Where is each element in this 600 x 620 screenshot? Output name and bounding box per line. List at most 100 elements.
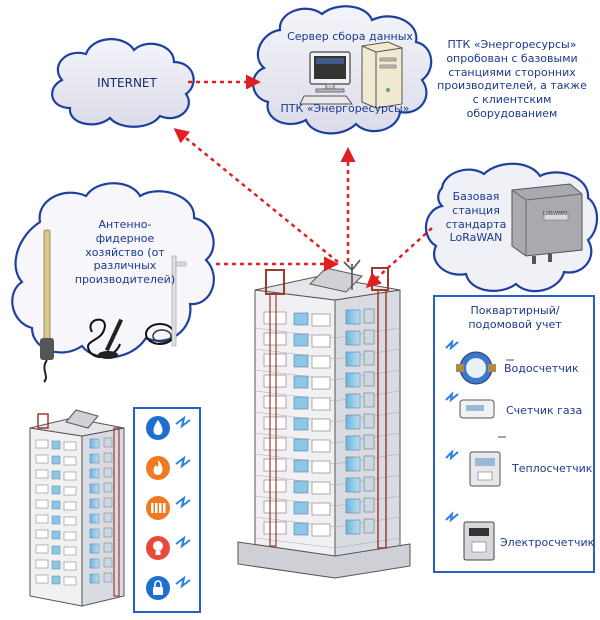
window	[51, 575, 61, 585]
window	[293, 522, 309, 536]
window	[363, 455, 375, 471]
window	[103, 542, 113, 553]
window	[293, 354, 309, 368]
window	[263, 353, 287, 367]
window	[63, 441, 77, 451]
base-station-text: Базовая станция стандарта LoRaWAN	[440, 190, 512, 245]
floor-line	[334, 537, 401, 549]
window	[363, 518, 375, 534]
window	[263, 332, 287, 346]
note-line: ПТК «Энергоресурсы»	[447, 38, 577, 51]
wireless-signal-icon	[175, 455, 191, 469]
window	[345, 372, 361, 388]
connection-links	[173, 74, 433, 289]
window	[103, 557, 113, 568]
window	[89, 468, 100, 479]
antenna-line: Антенно-	[98, 218, 152, 231]
window	[363, 350, 375, 366]
main-building-windows	[254, 289, 401, 549]
window	[345, 477, 361, 493]
window	[363, 392, 375, 408]
window	[263, 311, 287, 325]
window	[35, 469, 49, 479]
window	[51, 515, 61, 525]
window	[63, 486, 77, 496]
window	[89, 438, 100, 449]
base-station-line: Базовая	[452, 190, 500, 203]
radiator-icon	[146, 496, 170, 520]
window	[311, 355, 331, 369]
window	[63, 456, 77, 466]
window	[363, 413, 375, 429]
gas-meter-icon	[459, 399, 495, 419]
antenna-cloud	[11, 182, 215, 359]
riser	[113, 427, 120, 597]
window	[311, 418, 331, 432]
window	[363, 308, 375, 324]
window	[345, 498, 361, 514]
meter-label-water: Водосчетчик	[504, 362, 579, 375]
meter-devices	[456, 351, 514, 561]
padlock-icon	[146, 576, 170, 600]
window	[35, 484, 49, 494]
riser	[269, 293, 277, 547]
water-meter-icon	[456, 351, 496, 385]
window	[263, 437, 287, 451]
base-station-line: стандарта	[445, 217, 507, 231]
base-station-device	[511, 183, 583, 264]
antenna-line: хозяйство (от	[85, 245, 165, 259]
wireless-signal-icon	[445, 391, 459, 403]
window	[311, 397, 331, 411]
note-line: производителей, а также	[437, 79, 587, 93]
wireless-signal-icon	[445, 511, 459, 523]
meter-label-electric: Электросчетчик	[500, 536, 595, 549]
window	[63, 531, 77, 541]
antenna-line: производителей)	[74, 273, 176, 286]
window	[103, 497, 113, 508]
window	[51, 485, 61, 495]
window	[63, 501, 77, 511]
metering-panel	[433, 295, 595, 573]
link-basestation-building	[365, 227, 433, 289]
window	[293, 438, 309, 452]
link-building-internet	[173, 128, 339, 263]
window	[293, 333, 309, 347]
base-station-line: LoRaWAN	[449, 231, 503, 245]
window	[263, 500, 287, 514]
window	[103, 527, 113, 538]
flame-icon	[146, 456, 170, 480]
window	[63, 561, 77, 571]
resource-icons	[146, 415, 191, 600]
window	[363, 371, 375, 387]
meter-label-heat: Теплосчетчик	[512, 462, 593, 475]
window	[35, 454, 49, 464]
internet-label: INTERNET	[97, 76, 157, 90]
note-line: станциями сторонних	[448, 65, 576, 79]
window	[293, 375, 309, 389]
wireless-signal-icon	[175, 575, 191, 589]
window	[263, 521, 287, 535]
window	[103, 437, 113, 448]
window	[51, 440, 61, 450]
window	[35, 574, 49, 584]
window	[89, 558, 100, 569]
window	[103, 467, 113, 478]
antenna-equipment	[40, 229, 187, 383]
window	[89, 573, 100, 584]
base-station-device-label: LoRaWAN	[542, 211, 568, 217]
window	[311, 376, 331, 390]
window	[345, 351, 361, 367]
server-title: Сервер сбора данных	[287, 30, 413, 43]
window	[311, 502, 331, 516]
window	[345, 309, 361, 325]
window	[311, 439, 331, 453]
window	[51, 455, 61, 465]
window	[293, 480, 309, 494]
wireless-signal-icon	[175, 495, 191, 509]
metering-title: Поквартирный/ подомовой учет	[440, 304, 590, 332]
window	[293, 396, 309, 410]
window	[293, 459, 309, 473]
antenna-text: Антенно- фидерное хозяйство (от различны…	[66, 218, 184, 287]
window	[89, 498, 100, 509]
